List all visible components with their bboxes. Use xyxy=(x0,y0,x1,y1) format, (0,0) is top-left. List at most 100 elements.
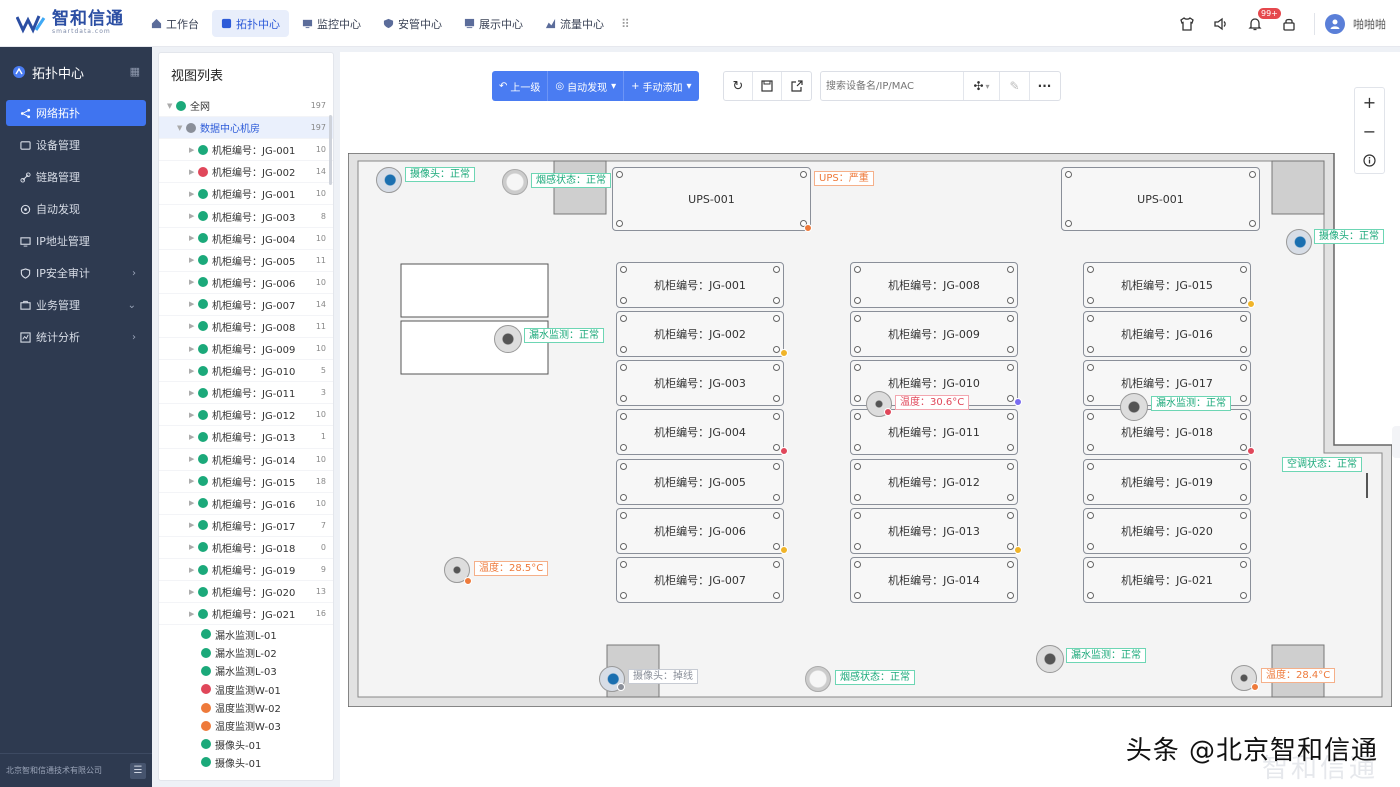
auto-discover-button[interactable]: ◎自动发现▾ xyxy=(548,71,625,101)
rack-cabinet[interactable]: 机柜编号：JG-001 xyxy=(616,262,784,308)
caret-right-icon[interactable]: ▶ xyxy=(189,344,195,353)
nav-item-display[interactable]: 展示中心 xyxy=(455,10,532,37)
caret-right-icon[interactable]: ▶ xyxy=(189,609,195,618)
nav-item-flow[interactable]: 流量中心 xyxy=(536,10,613,37)
collapse-sidebar-icon[interactable]: ☰ xyxy=(130,763,146,779)
rack-cabinet[interactable]: 机柜编号：JG-015 xyxy=(1083,262,1255,308)
nav-item-monitor[interactable]: 监控中心 xyxy=(293,10,370,37)
camera-icon[interactable] xyxy=(599,666,625,692)
rack-cabinet[interactable]: 机柜编号：JG-018 xyxy=(1083,409,1255,455)
rack-cabinet[interactable]: 机柜编号：JG-006 xyxy=(616,508,788,554)
tree-device-item[interactable]: 摄像头-01 xyxy=(159,753,333,771)
tree-device-item[interactable]: 漏水监测L-02 xyxy=(159,644,333,662)
caret-right-icon[interactable]: ▶ xyxy=(189,212,195,221)
tree-device-item[interactable]: 摄像头-01 xyxy=(159,735,333,753)
caret-right-icon[interactable]: ▶ xyxy=(189,521,195,530)
sidebar-item-auto-discover[interactable]: 自动发现 xyxy=(0,193,152,225)
caret-right-icon[interactable]: ▶ xyxy=(189,388,195,397)
smoke-detector-icon[interactable] xyxy=(805,666,831,692)
caret-right-icon[interactable]: ▶ xyxy=(189,587,195,596)
side-panel-toggle[interactable] xyxy=(1392,426,1400,458)
rack-cabinet[interactable]: 机柜编号：JG-004 xyxy=(616,409,788,455)
sound-button[interactable] xyxy=(1204,0,1238,47)
rack-cabinet[interactable]: 机柜编号：JG-008 xyxy=(850,262,1018,308)
caret-right-icon[interactable]: ▶ xyxy=(189,167,195,176)
lock-button[interactable] xyxy=(1272,0,1306,47)
rack-cabinet[interactable]: 机柜编号：JG-021 xyxy=(1083,557,1251,603)
rack-cabinet[interactable]: 机柜编号：JG-007 xyxy=(616,557,784,603)
ups-unit[interactable]: UPS-001 xyxy=(612,167,811,231)
caret-right-icon[interactable]: ▶ xyxy=(189,366,195,375)
smoke-detector-icon[interactable] xyxy=(502,169,528,195)
tree-scrollbar[interactable] xyxy=(329,115,332,185)
zoom-in-button[interactable]: + xyxy=(1355,88,1384,117)
rack-cabinet[interactable]: 机柜编号：JG-002 xyxy=(616,311,788,357)
rack-cabinet[interactable]: 机柜编号：JG-014 xyxy=(850,557,1018,603)
rack-cabinet[interactable]: 机柜编号：JG-010 xyxy=(850,360,1022,406)
layout-button[interactable]: ✣▾ xyxy=(963,72,999,100)
avatar[interactable] xyxy=(1325,13,1345,34)
export-button[interactable] xyxy=(782,72,811,100)
ups-unit[interactable]: UPS-001 xyxy=(1061,167,1260,231)
tree-device-item[interactable]: 温度监测W-03 xyxy=(159,717,333,735)
caret-right-icon[interactable]: ▶ xyxy=(189,278,195,287)
apps-grid-icon[interactable]: ⠿ xyxy=(621,16,630,31)
nav-item-topology[interactable]: 拓扑中心 xyxy=(212,10,289,37)
caret-right-icon[interactable]: ▶ xyxy=(189,322,195,331)
rack-cabinet[interactable]: 机柜编号：JG-003 xyxy=(616,360,784,406)
water-leak-icon[interactable] xyxy=(1036,645,1064,673)
caret-down-icon[interactable]: ▼ xyxy=(167,101,173,110)
nav-item-workbench[interactable]: 工作台 xyxy=(142,10,208,37)
sidebar-item-business[interactable]: 业务管理 ⌄ xyxy=(0,289,152,321)
rack-cabinet[interactable]: 机柜编号：JG-016 xyxy=(1083,311,1251,357)
caret-right-icon[interactable]: ▶ xyxy=(189,145,195,154)
caret-right-icon[interactable]: ▶ xyxy=(189,455,195,464)
tree-device-item[interactable]: 温度监测W-02 xyxy=(159,698,333,716)
camera-icon[interactable] xyxy=(1286,229,1312,255)
logo[interactable]: 智和信通 smartdata.com xyxy=(16,10,124,35)
nav-item-security[interactable]: 安管中心 xyxy=(374,10,451,37)
notification-button[interactable]: 99+ xyxy=(1238,0,1281,47)
water-leak-icon[interactable] xyxy=(1120,393,1148,421)
username[interactable]: 啪啪啪 xyxy=(1353,17,1386,31)
rack-cabinet[interactable]: 机柜编号：JG-020 xyxy=(1083,508,1251,554)
tree-device-item[interactable]: 温度监测W-01 xyxy=(159,680,333,698)
rack-cabinet[interactable]: 机柜编号：JG-012 xyxy=(850,459,1018,505)
caret-right-icon[interactable]: ▶ xyxy=(189,499,195,508)
caret-right-icon[interactable]: ▶ xyxy=(189,234,195,243)
tree-device-item[interactable]: 漏水监测L-03 xyxy=(159,662,333,680)
caret-down-icon[interactable]: ▼ xyxy=(177,123,183,132)
fit-view-button[interactable] xyxy=(1355,146,1384,175)
caret-right-icon[interactable]: ▶ xyxy=(189,432,195,441)
thermometer-icon[interactable] xyxy=(1231,665,1257,691)
tree-device-item[interactable]: 漏水监测L-01 xyxy=(159,625,333,643)
sidebar-item-device[interactable]: 设备管理 xyxy=(0,129,152,161)
water-leak-icon[interactable] xyxy=(494,325,522,353)
sidebar-item-network-topology[interactable]: 网络拓扑 xyxy=(6,100,146,126)
search-input[interactable] xyxy=(821,72,963,100)
save-button[interactable] xyxy=(753,72,782,100)
zoom-out-button[interactable]: − xyxy=(1355,117,1384,146)
camera-icon[interactable] xyxy=(376,167,402,193)
sidebar-item-ip-management[interactable]: IP地址管理 xyxy=(0,225,152,257)
tree-root[interactable]: ▼ 全网 197 xyxy=(159,95,333,118)
rack-cabinet[interactable]: 机柜编号：JG-009 xyxy=(850,311,1018,357)
more-button[interactable]: ··· xyxy=(1029,72,1059,100)
caret-right-icon[interactable]: ▶ xyxy=(189,543,195,552)
